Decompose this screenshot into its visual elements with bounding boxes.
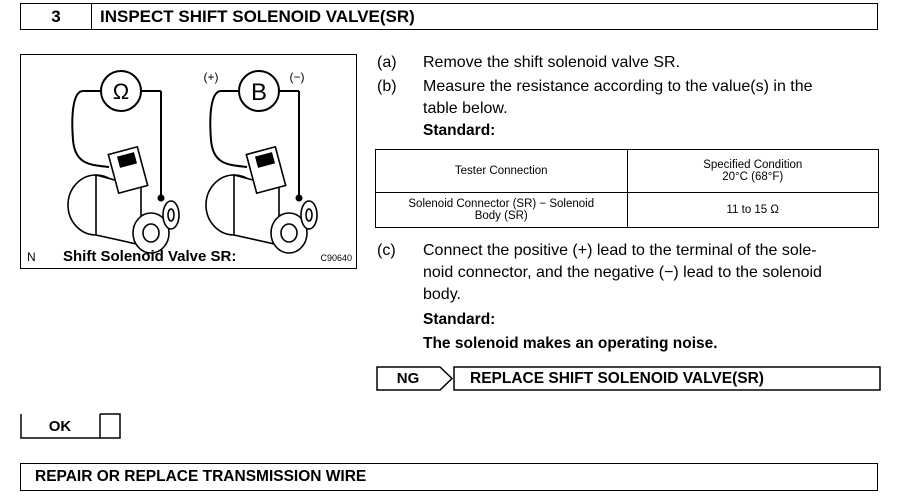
- minus-label: (−): [290, 70, 305, 84]
- cell-connection-line: Body (SR): [474, 210, 528, 222]
- ng-result-box: NG REPLACE SHIFT SOLENOID VALVE(SR): [376, 366, 881, 391]
- ok-label: OK: [48, 417, 72, 435]
- instruction-text: noid connector, and the negative (−) lea…: [423, 264, 822, 281]
- ng-action: REPLACE SHIFT SOLENOID VALVE(SR): [470, 369, 764, 387]
- figure-n-label: N: [27, 250, 36, 264]
- ng-label: NG: [396, 370, 420, 387]
- ok-result-box: OK: [20, 413, 128, 439]
- standard-label-c: Standard:: [423, 311, 496, 328]
- plus-label: (+): [204, 70, 219, 84]
- instruction-text: Measure the resistance according to the …: [423, 78, 813, 95]
- ng-arrow-frame: [376, 366, 881, 391]
- cell-tester-connection: Solenoid Connector (SR) − Solenoid Body …: [375, 192, 628, 228]
- step-title: INSPECT SHIFT SOLENOID VALVE(SR): [100, 6, 415, 26]
- instruction-b: (b) Measure the resistance according to …: [377, 76, 882, 120]
- instruction-a: (a) Remove the shift solenoid valve SR.: [377, 52, 882, 74]
- solenoid-illustration: Ω B (+) (−): [67, 70, 318, 254]
- standard-label: Standard:: [423, 122, 496, 139]
- right-solenoid: [205, 145, 318, 254]
- left-solenoid: [67, 145, 180, 254]
- cell-specified-condition: 11 to 15 Ω: [626, 192, 879, 228]
- header-temperature-line: 20°C (68°F): [722, 171, 784, 183]
- standard-result: The solenoid makes an operating noise.: [423, 335, 718, 352]
- instruction-label: (a): [377, 54, 397, 71]
- instruction-text: Remove the shift solenoid valve SR.: [423, 54, 681, 71]
- battery-symbol: B: [251, 79, 267, 106]
- cell-connection-line: Solenoid Connector (SR) − Solenoid: [408, 198, 595, 210]
- instruction-text: table below.: [423, 100, 508, 117]
- ohm-symbol: Ω: [113, 79, 129, 104]
- step-number: 3: [21, 4, 92, 29]
- instruction-text: body.: [423, 286, 461, 303]
- solenoid-figure: Ω B (+) (−) N Shift Solenoid Valve SR: C…: [20, 54, 357, 269]
- header-tester-connection: Tester Connection: [375, 149, 628, 193]
- final-action: REPAIR OR REPLACE TRANSMISSION WIRE: [35, 468, 367, 485]
- figure-code: C90640: [320, 253, 352, 263]
- instruction-c: (c) Connect the positive (+) lead to the…: [377, 240, 882, 306]
- spec-table: Tester Connection Specified Condition 20…: [375, 149, 879, 228]
- final-action-box: REPAIR OR REPLACE TRANSMISSION WIRE: [20, 463, 878, 491]
- instruction-label: (c): [377, 242, 396, 259]
- instruction-text: Connect the positive (+) lead to the ter…: [423, 242, 817, 259]
- header-specified-condition: Specified Condition 20°C (68°F): [626, 149, 879, 193]
- step-header: 3 INSPECT SHIFT SOLENOID VALVE(SR): [20, 3, 878, 30]
- figure-caption: Shift Solenoid Valve SR:: [63, 248, 237, 265]
- header-condition-line: Specified Condition: [703, 159, 803, 171]
- instruction-label: (b): [377, 78, 397, 95]
- ok-arrow-frame: [20, 413, 121, 439]
